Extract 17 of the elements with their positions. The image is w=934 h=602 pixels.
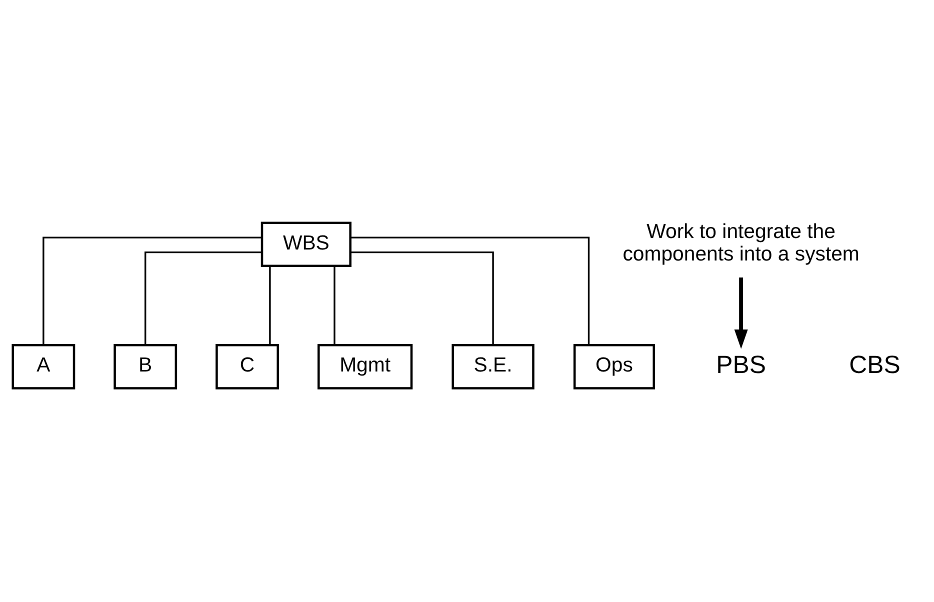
node-box: Ops [573, 344, 655, 390]
node-box: S.E. [452, 344, 534, 390]
node-box: C [216, 344, 279, 390]
connector [42, 236, 262, 346]
node-box: B [114, 344, 178, 390]
connector [334, 266, 336, 345]
connector [350, 236, 590, 346]
label: CBS [849, 351, 900, 380]
arrow [734, 277, 748, 349]
node-text: Work to integrate the components into a system [622, 221, 860, 266]
node-text: PBS [716, 351, 766, 380]
node-box: WBS [260, 222, 352, 268]
connector [269, 266, 271, 345]
node-box: A [12, 344, 76, 390]
connector [350, 251, 494, 345]
connector [144, 251, 262, 345]
node-box: Mgmt [318, 344, 413, 390]
